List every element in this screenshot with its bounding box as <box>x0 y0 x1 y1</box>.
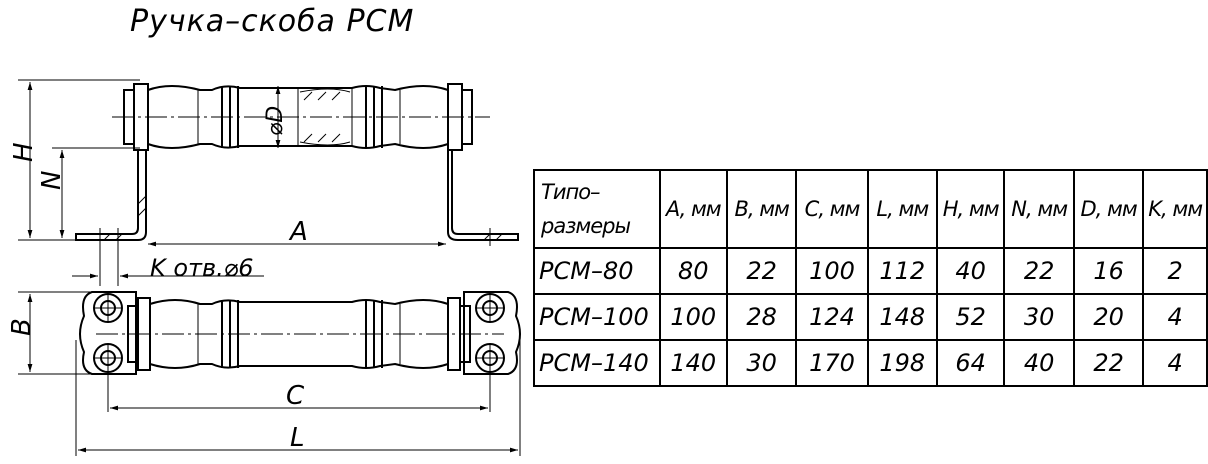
label-A: A <box>288 217 308 247</box>
table-row: РСМ–80 80 22 100 112 40 22 16 2 <box>533 247 1208 295</box>
row-name: РСМ–100 <box>533 293 661 341</box>
table-cell: 100 <box>658 293 729 341</box>
table-cell: 148 <box>866 293 938 341</box>
table-cell: 80 <box>658 247 729 295</box>
top-view <box>79 291 521 375</box>
table-cell: 30 <box>1003 293 1075 341</box>
table-header-row: Типо– размеры A, мм B, мм C, мм L, мм H,… <box>533 169 1208 249</box>
table-cell: 4 <box>1142 293 1208 341</box>
table-cell: 52 <box>935 293 1006 341</box>
label-K-hole: K отв.⌀6 <box>150 254 254 282</box>
label-L: L <box>290 423 305 453</box>
table-cell: 22 <box>1003 247 1075 295</box>
table-cell: 140 <box>658 339 729 387</box>
label-D: ⌀D <box>263 106 288 136</box>
column-header: D, мм <box>1072 169 1145 249</box>
front-view-dimensions <box>18 79 446 279</box>
table-cell: 28 <box>725 293 798 341</box>
column-header: B, мм <box>725 169 798 249</box>
table-cell: 198 <box>866 339 938 387</box>
drawing-title: Ручка–скоба РСМ <box>130 4 415 39</box>
table-cell: 40 <box>1003 339 1075 387</box>
table-cell: 170 <box>795 339 869 387</box>
row-name: РСМ–80 <box>533 247 661 295</box>
table-cell: 16 <box>1072 247 1145 295</box>
table-row: РСМ–140 140 30 170 198 64 40 22 4 <box>533 339 1208 387</box>
header-line-1: Типо– <box>541 180 601 204</box>
table-cell: 112 <box>866 247 938 295</box>
column-header: L, мм <box>866 169 938 249</box>
table-cell: 22 <box>725 247 798 295</box>
label-H: H <box>9 142 39 162</box>
header-type-sizes: Типо– размеры <box>533 169 661 249</box>
column-header: C, мм <box>795 169 869 249</box>
table-cell: 40 <box>935 247 1006 295</box>
label-C: C <box>286 381 305 411</box>
top-view-dimensions <box>18 291 521 456</box>
label-B: B <box>7 318 37 336</box>
table-cell: 22 <box>1072 339 1145 387</box>
table-cell: 100 <box>795 247 869 295</box>
column-header: H, мм <box>935 169 1006 249</box>
column-header: A, мм <box>658 169 729 249</box>
table-cell: 2 <box>1142 247 1208 295</box>
table-cell: 64 <box>935 339 1006 387</box>
table-row: РСМ–100 100 28 124 148 52 30 20 4 <box>533 293 1208 341</box>
header-line-2: размеры <box>541 214 631 238</box>
table-cell: 20 <box>1072 293 1145 341</box>
column-header: N, мм <box>1003 169 1075 249</box>
column-header: K, мм <box>1142 169 1208 249</box>
row-name: РСМ–140 <box>533 339 661 387</box>
label-N: N <box>37 171 67 190</box>
size-table: Типо– размеры A, мм B, мм C, мм L, мм H,… <box>533 169 1208 387</box>
front-view <box>75 83 519 286</box>
table-cell: 4 <box>1142 339 1208 387</box>
table-cell: 124 <box>795 293 869 341</box>
table-cell: 30 <box>725 339 798 387</box>
